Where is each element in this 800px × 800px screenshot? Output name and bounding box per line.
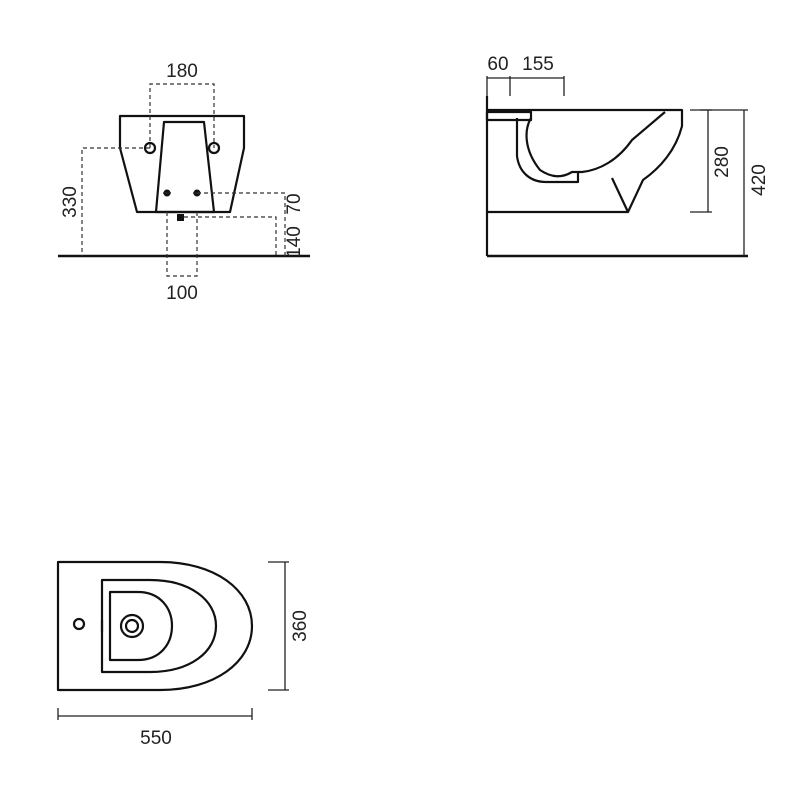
- top-inner-basin: [100, 578, 218, 674]
- side-lower-profile: [611, 177, 629, 213]
- front-view: 180 330 70 140 100: [58, 61, 310, 304]
- front-bowl-outline: [118, 114, 246, 214]
- side-inner-profile: [525, 111, 666, 178]
- top-view: 360 550: [56, 560, 311, 749]
- top-drain-outer: [119, 613, 145, 639]
- front-dim-70-line: [197, 192, 286, 256]
- front-dim-100-line: [166, 212, 198, 277]
- side-dim-60-label: 60: [487, 54, 508, 75]
- side-dim-280-label: 280: [712, 146, 733, 178]
- front-drain-point: [177, 214, 184, 221]
- top-dim-550-label: 550: [140, 728, 172, 749]
- front-dim-330-label: 330: [60, 186, 81, 218]
- front-dim-330-line: [81, 147, 150, 256]
- top-dim-360-label: 360: [290, 610, 311, 642]
- top-drain-inner: [124, 618, 140, 634]
- front-fixing-hole-right: [207, 141, 221, 155]
- front-inner-cavity: [154, 120, 216, 214]
- front-dim-140-line: [184, 216, 277, 256]
- side-view: 60 155 280 420: [485, 54, 770, 258]
- top-inner-cavity: [108, 590, 174, 662]
- front-dim-180-label: 180: [166, 61, 198, 82]
- front-dim-180-bracket: [149, 83, 215, 148]
- top-tap-hole: [72, 617, 86, 631]
- side-inner-basin: [515, 118, 580, 184]
- top-outer-outline: [56, 560, 254, 692]
- front-dim-70-label: 70: [284, 193, 305, 214]
- front-fixing-hole-left: [143, 141, 157, 155]
- front-dim-100-label: 100: [166, 283, 198, 304]
- front-dim-140-label: 140: [284, 226, 305, 258]
- side-dim-155-label: 155: [522, 54, 554, 75]
- side-mount-plate: [485, 110, 533, 122]
- side-dim-420-label: 420: [749, 164, 770, 196]
- side-bowl-outline: [487, 108, 684, 214]
